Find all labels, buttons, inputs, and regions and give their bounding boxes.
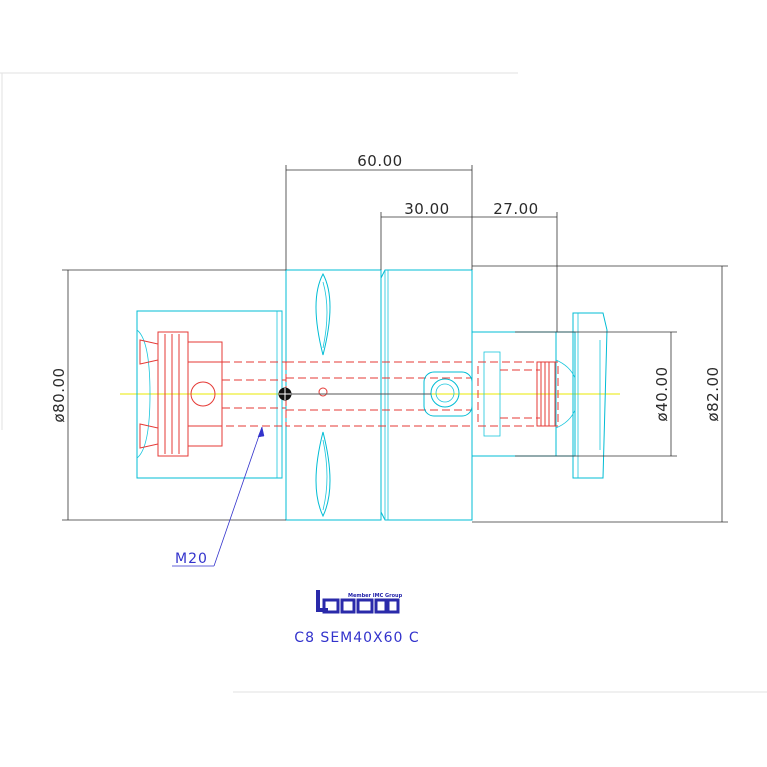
dimension-total-length: 60.00 bbox=[357, 152, 402, 170]
logo-tagline: Member IMC Group bbox=[348, 593, 403, 599]
logo-mark bbox=[316, 590, 400, 614]
thread-label: M20 bbox=[175, 551, 208, 567]
dimension-right-diameter: ø82.00 bbox=[704, 366, 722, 421]
dimension-left-diameter: ø80.00 bbox=[50, 367, 68, 422]
dimension-end-length: 27.00 bbox=[493, 200, 538, 218]
main-body bbox=[278, 269, 473, 521]
right-shank bbox=[471, 312, 608, 479]
dimension-shank-diameter: ø40.00 bbox=[653, 366, 671, 421]
dimension-lines bbox=[62, 165, 728, 523]
thread-leader bbox=[172, 426, 265, 567]
dimension-mid-length: 30.00 bbox=[404, 200, 449, 218]
iscar-logo: Member IMC Group iscar bbox=[316, 590, 403, 614]
part-code: C8 SEM40X60 C bbox=[294, 630, 419, 646]
